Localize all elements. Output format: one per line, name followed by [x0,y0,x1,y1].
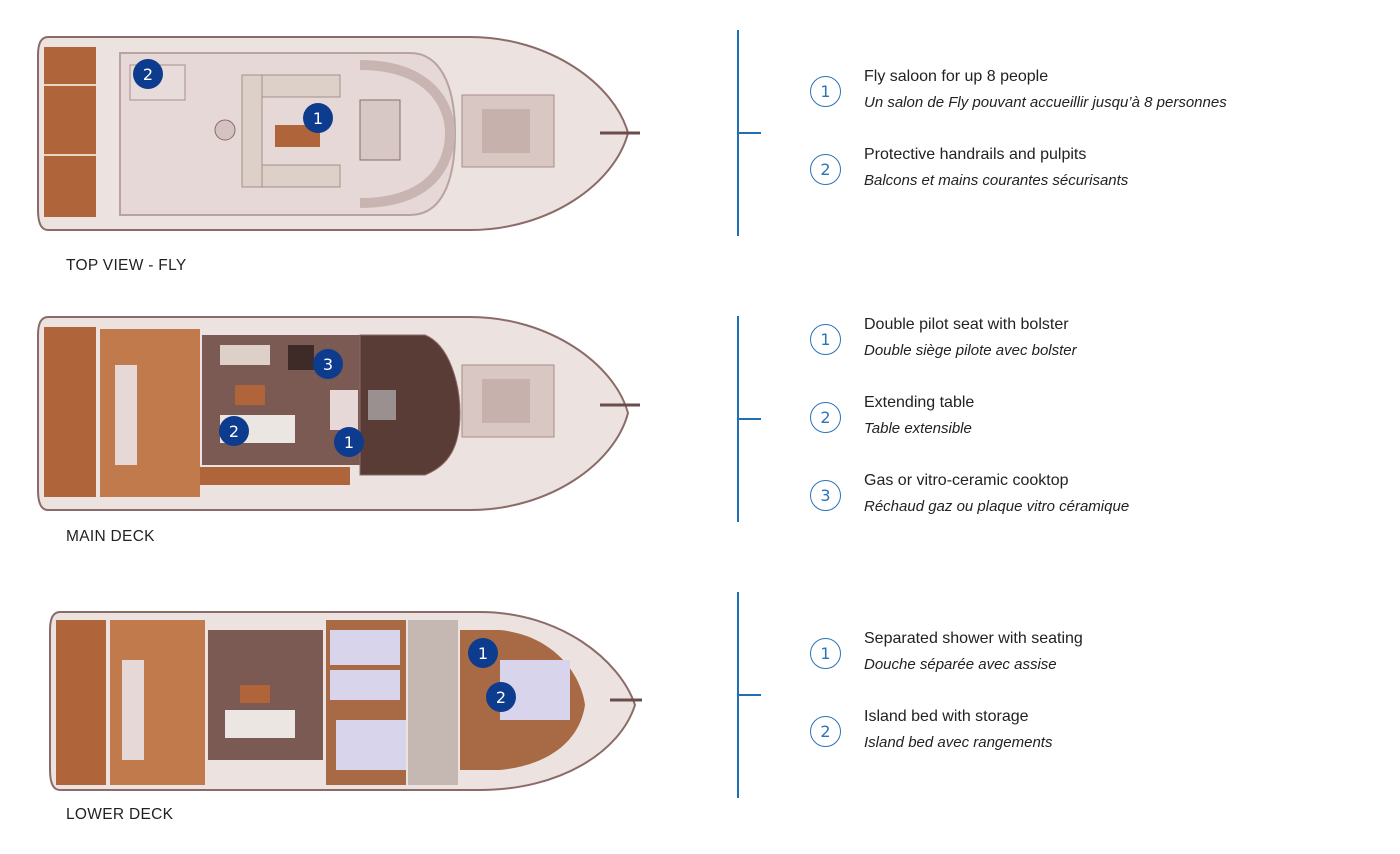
marker-1: 1 [468,638,498,668]
head [408,620,458,785]
fly-sofa [249,74,341,98]
feature-title-en: Protective handrails and pulpits [864,146,1087,163]
deck-label-lower: LOWER DECK [66,806,174,823]
lower-deck-plan: 1 2 [49,611,642,791]
divider-tick [739,132,761,134]
feature-number: 3 [810,480,841,511]
feature-number: 1 [810,638,841,669]
marker-3: 3 [313,349,343,379]
deck-label-main: MAIN DECK [66,528,155,545]
svg-text:1: 1 [344,433,354,452]
feature-title-en: Fly saloon for up 8 people [864,68,1049,85]
helm-station [359,334,461,476]
deck-fly: 1 2 TOP VIEW - FLY 1 Fly saloon for up 8… [0,0,1400,290]
berth [330,630,400,665]
swim-platform [44,327,96,497]
feature-title-en: Island bed with storage [864,708,1029,725]
divider-tick [739,418,761,420]
fly-deck-plan: 1 2 [37,36,640,231]
feature-title-fr: Balcons et mains courantes sécurisants [864,172,1129,189]
divider-line [737,316,739,522]
feature-title-fr: Réchaud gaz ou plaque vitro céramique [864,498,1130,515]
feature-number: 1 [810,324,841,355]
marker-2: 2 [219,416,249,446]
deck-lower: 1 2 LOWER DECK 1 Separated shower with s… [0,560,1400,854]
marker-2: 2 [486,682,516,712]
galley [288,345,314,370]
feature-title-en: Gas or vitro-ceramic cooktop [864,472,1069,489]
marker-1: 1 [334,427,364,457]
svg-text:3: 3 [323,355,333,374]
svg-text:1: 1 [313,109,323,128]
main-deck-plan: 1 2 3 [37,316,640,511]
feature-title-fr: Island bed avec rangements [864,734,1053,751]
deck-main: 1 2 3 MAIN DECK 1 Double pilot seat with… [0,290,1400,560]
divider-line [737,592,739,798]
feature-title-fr: Double siège pilote avec bolster [864,342,1077,359]
fly-table [275,125,320,147]
divider-line [737,30,739,236]
marker-2: 2 [133,59,163,89]
feature-number: 2 [810,402,841,433]
svg-text:1: 1 [478,644,488,663]
swim-platform [44,47,96,217]
pilot-seat [330,390,358,430]
feature-title-fr: Table extensible [864,420,972,437]
saloon-table [235,385,265,405]
windscreen [359,60,456,208]
svg-text:2: 2 [229,422,239,441]
feature-title-en: Extending table [864,394,975,411]
svg-text:2: 2 [143,65,153,84]
feature-number: 2 [810,154,841,185]
divider-tick [739,694,761,696]
feature-number: 1 [810,76,841,107]
feature-title-en: Double pilot seat with bolster [864,316,1069,333]
saloon-sofa [225,710,295,738]
feature-title-fr: Douche séparée avec assise [864,656,1057,673]
feature-title-fr: Un salon de Fly pouvant accueillir jusqu… [864,94,1227,111]
swim-platform [56,620,106,785]
marker-1: 1 [303,103,333,133]
svg-text:2: 2 [496,688,506,707]
deck-label-fly: TOP VIEW - FLY [66,257,187,274]
feature-title-en: Separated shower with seating [864,630,1083,647]
feature-number: 2 [810,716,841,747]
helm [359,99,401,161]
